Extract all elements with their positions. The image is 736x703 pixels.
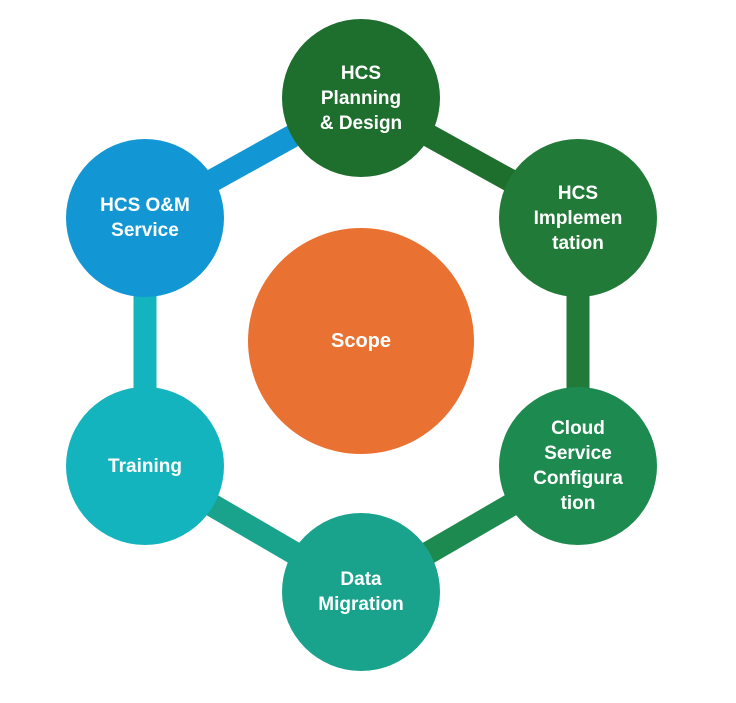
node-cloud-service-configuration: Cloud Service Configura tion — [499, 387, 657, 545]
node-om-service-label: HCS O&M Service — [100, 195, 190, 241]
node-cloud-service-configuration-label: Cloud Service Configura tion — [533, 418, 623, 514]
node-planning-design-label: HCS Planning & Design — [319, 62, 403, 134]
node-data-migration-label: Data Migration — [318, 569, 404, 615]
node-planning-design: HCS Planning & Design — [282, 19, 440, 177]
node-om-service: HCS O&M Service — [66, 139, 224, 297]
node-implementation: HCS Implemen tation — [499, 139, 657, 297]
scope-circle: Scope — [248, 228, 474, 454]
node-implementation-label: HCS Implemen tation — [533, 182, 623, 254]
node-training: Training — [66, 387, 224, 545]
node-data-migration: Data Migration — [282, 513, 440, 671]
scope-label: Scope — [330, 329, 392, 352]
node-training-label: Training — [108, 455, 182, 477]
